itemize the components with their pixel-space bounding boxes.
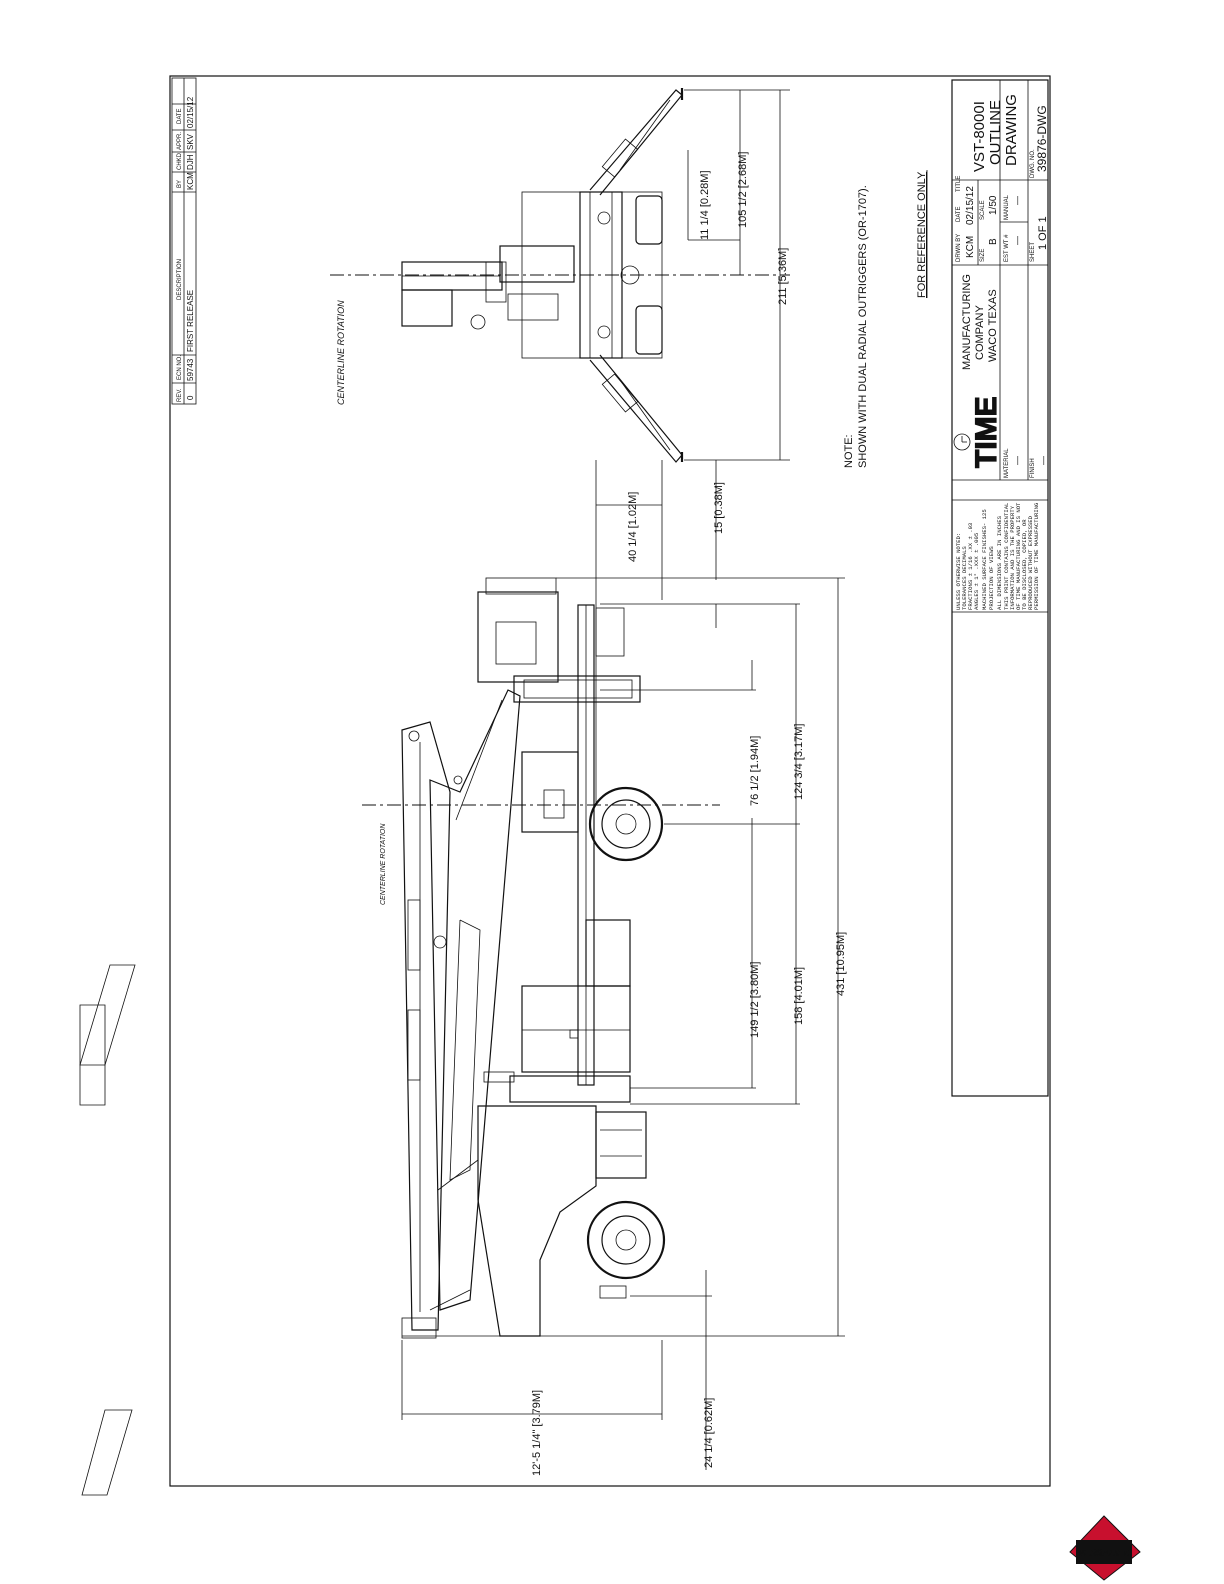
dim-24: 24 1/4 [0.62M] xyxy=(703,1398,715,1468)
svg-text:REPRODUCED WITHOUT EXPRESSED: REPRODUCED WITHOUT EXPRESSED xyxy=(1027,515,1034,610)
material-label: MATERIAL xyxy=(1004,448,1010,478)
revision-block: REV. ECN NO. DESCRIPTION BY CHKD. APPR. … xyxy=(171,77,197,405)
dim-76: 76 1/2 [1.94M] xyxy=(749,736,761,806)
drawing-date: 02/15/12 xyxy=(965,186,976,225)
margin-slash-marks xyxy=(79,964,136,1496)
side-centerline-label: CENTERLINE ROTATION xyxy=(380,823,387,905)
scale-label: SCALE xyxy=(980,200,986,220)
material: — xyxy=(1012,456,1022,465)
rev-header-description: DESCRIPTION xyxy=(177,259,183,300)
rev-header-chkd: CHKD. xyxy=(177,151,183,170)
rev-value-ecn: 59743 xyxy=(186,358,195,381)
size: B xyxy=(988,238,999,245)
finish-label: FINISH xyxy=(1030,458,1036,478)
drwn-by: KCM xyxy=(965,236,976,258)
dim-431: 431 [10.95M] xyxy=(835,932,847,996)
rev-header-by: BY xyxy=(177,180,183,188)
dim-124: 124 3/4 [3.17M] xyxy=(793,724,805,800)
tolerance-notes: UNLESS OTHERWISE NOTED: TOLERANCES DECIM… xyxy=(955,502,1040,610)
rev-value-by: KCM xyxy=(186,172,195,190)
rev-value-date: 02/15/12 xyxy=(186,96,195,128)
rev-value-appr: SKV xyxy=(186,133,195,150)
rear-centerline-label: CENTERLINE ROTATION xyxy=(336,300,346,405)
date-label: DATE xyxy=(956,206,962,222)
rev-value-rev: 0 xyxy=(186,395,195,400)
svg-text:PROJECTION OF VIEWS: PROJECTION OF VIEWS xyxy=(988,546,995,610)
dim-40: 40 1/4 [1.02M] xyxy=(627,492,639,562)
dim-11: 11 1/4 [0.28M] xyxy=(699,170,711,240)
finish: — xyxy=(1038,456,1048,465)
time-logo-text: TIME xyxy=(970,396,1003,468)
rev-value-description: FIRST RELEASE xyxy=(186,290,195,352)
company-line-3: WACO TEXAS xyxy=(987,289,999,362)
dim-149: 149 1/2 [3.80M] xyxy=(749,962,761,1038)
dim-12ft: 12'-5 1/4" [3.79M] xyxy=(531,1390,543,1476)
svg-text:INFORMATION AND IS THE PROPERT: INFORMATION AND IS THE PROPERTY xyxy=(1009,505,1016,610)
svg-text:PERMISSION OF TIME MANUFACTURI: PERMISSION OF TIME MANUFACTURING xyxy=(1033,502,1040,610)
svg-text:TO BE DISCLOSED, COPIED, OR: TO BE DISCLOSED, COPIED, OR xyxy=(1021,519,1028,610)
svg-text:UNLESS OTHERWISE NOTED:: UNLESS OTHERWISE NOTED: xyxy=(955,533,962,610)
versalift-logo-text: VERSALIFT. xyxy=(1078,1548,1130,1558)
company-line-2: COMPANY xyxy=(974,305,986,360)
for-reference-only: FOR REFERENCE ONLY xyxy=(916,171,928,298)
svg-text:OF TIME MANUFACTURING AND IS N: OF TIME MANUFACTURING AND IS NOT xyxy=(1015,502,1022,610)
drawing-border xyxy=(169,75,1051,1487)
title-line-1: VST-8000I xyxy=(971,101,988,172)
dim-105: 105 1/2 [2.68M] xyxy=(737,152,749,228)
time-logo: TIME xyxy=(953,396,1004,469)
rear-view: CENTERLINE ROTATION 211 [5.36 xyxy=(330,88,790,463)
dwg-no-label: DWG. NO. xyxy=(1030,149,1036,178)
title-line-3: DRAWING xyxy=(1003,94,1020,166)
rev-header-appr: APPR. xyxy=(177,132,183,150)
rev-header-ecn: ECN NO. xyxy=(177,355,183,380)
est-wt: — xyxy=(1012,236,1022,245)
sheet: 1 OF 1 xyxy=(1037,216,1049,250)
dim-158: 158 [4.01M] xyxy=(793,967,805,1025)
manual: — xyxy=(1012,196,1022,205)
sheet-label: SHEET xyxy=(1030,242,1036,262)
dim-211: 211 [5.36M] xyxy=(777,248,789,305)
title-line-2: OUTLINE xyxy=(987,100,1004,165)
dim-15: 15 [0.38M] xyxy=(713,482,725,534)
title-label: TITLE xyxy=(956,176,962,192)
note-label: NOTE: xyxy=(843,434,855,468)
rev-value-chkd: DJH xyxy=(186,154,195,170)
scale: 1/50 xyxy=(988,195,999,215)
size-label: SIZE xyxy=(980,249,986,262)
company-line-1: MANUFACTURING xyxy=(961,274,973,370)
rev-header-date: DATE xyxy=(177,108,183,124)
svg-text:MACHINED SURFACE FINISHES- 125: MACHINED SURFACE FINISHES- 125 xyxy=(981,509,988,610)
dwg-no: 39876-DWG xyxy=(1035,105,1049,172)
side-view: CENTERLINE ROTATION xyxy=(362,460,847,1476)
manual-label: MANUAL xyxy=(1004,194,1010,220)
rev-header-rev: REV. xyxy=(177,388,183,402)
svg-text:ANGLES ± 1° .XXX ± .005: ANGLES ± 1° .XXX ± .005 xyxy=(973,533,980,610)
svg-text:FRACTIONS ± 1/16 .XX ± .03: FRACTIONS ± 1/16 .XX ± .03 xyxy=(967,523,974,610)
svg-text:ALL DIMENSIONS ARE IN INCHES: ALL DIMENSIONS ARE IN INCHES xyxy=(996,515,1003,610)
svg-text:TOLERANCES DECIMALS: TOLERANCES DECIMALS xyxy=(961,546,968,610)
title-block: TITLE VST-8000I OUTLINE DRAWING DWG. NO.… xyxy=(951,79,1049,1097)
note-text: SHOWN WITH DUAL RADIAL OUTRIGGERS (OR-17… xyxy=(857,185,869,468)
est-wt-label: EST WT # xyxy=(1004,234,1010,262)
versalift-logo: VERSALIFT. xyxy=(1069,1515,1141,1581)
svg-text:THIS PRINT CONTAINS CONFIDENTI: THIS PRINT CONTAINS CONFIDENTIAL xyxy=(1003,503,1010,610)
drwn-by-label: DRWN BY xyxy=(956,234,962,262)
